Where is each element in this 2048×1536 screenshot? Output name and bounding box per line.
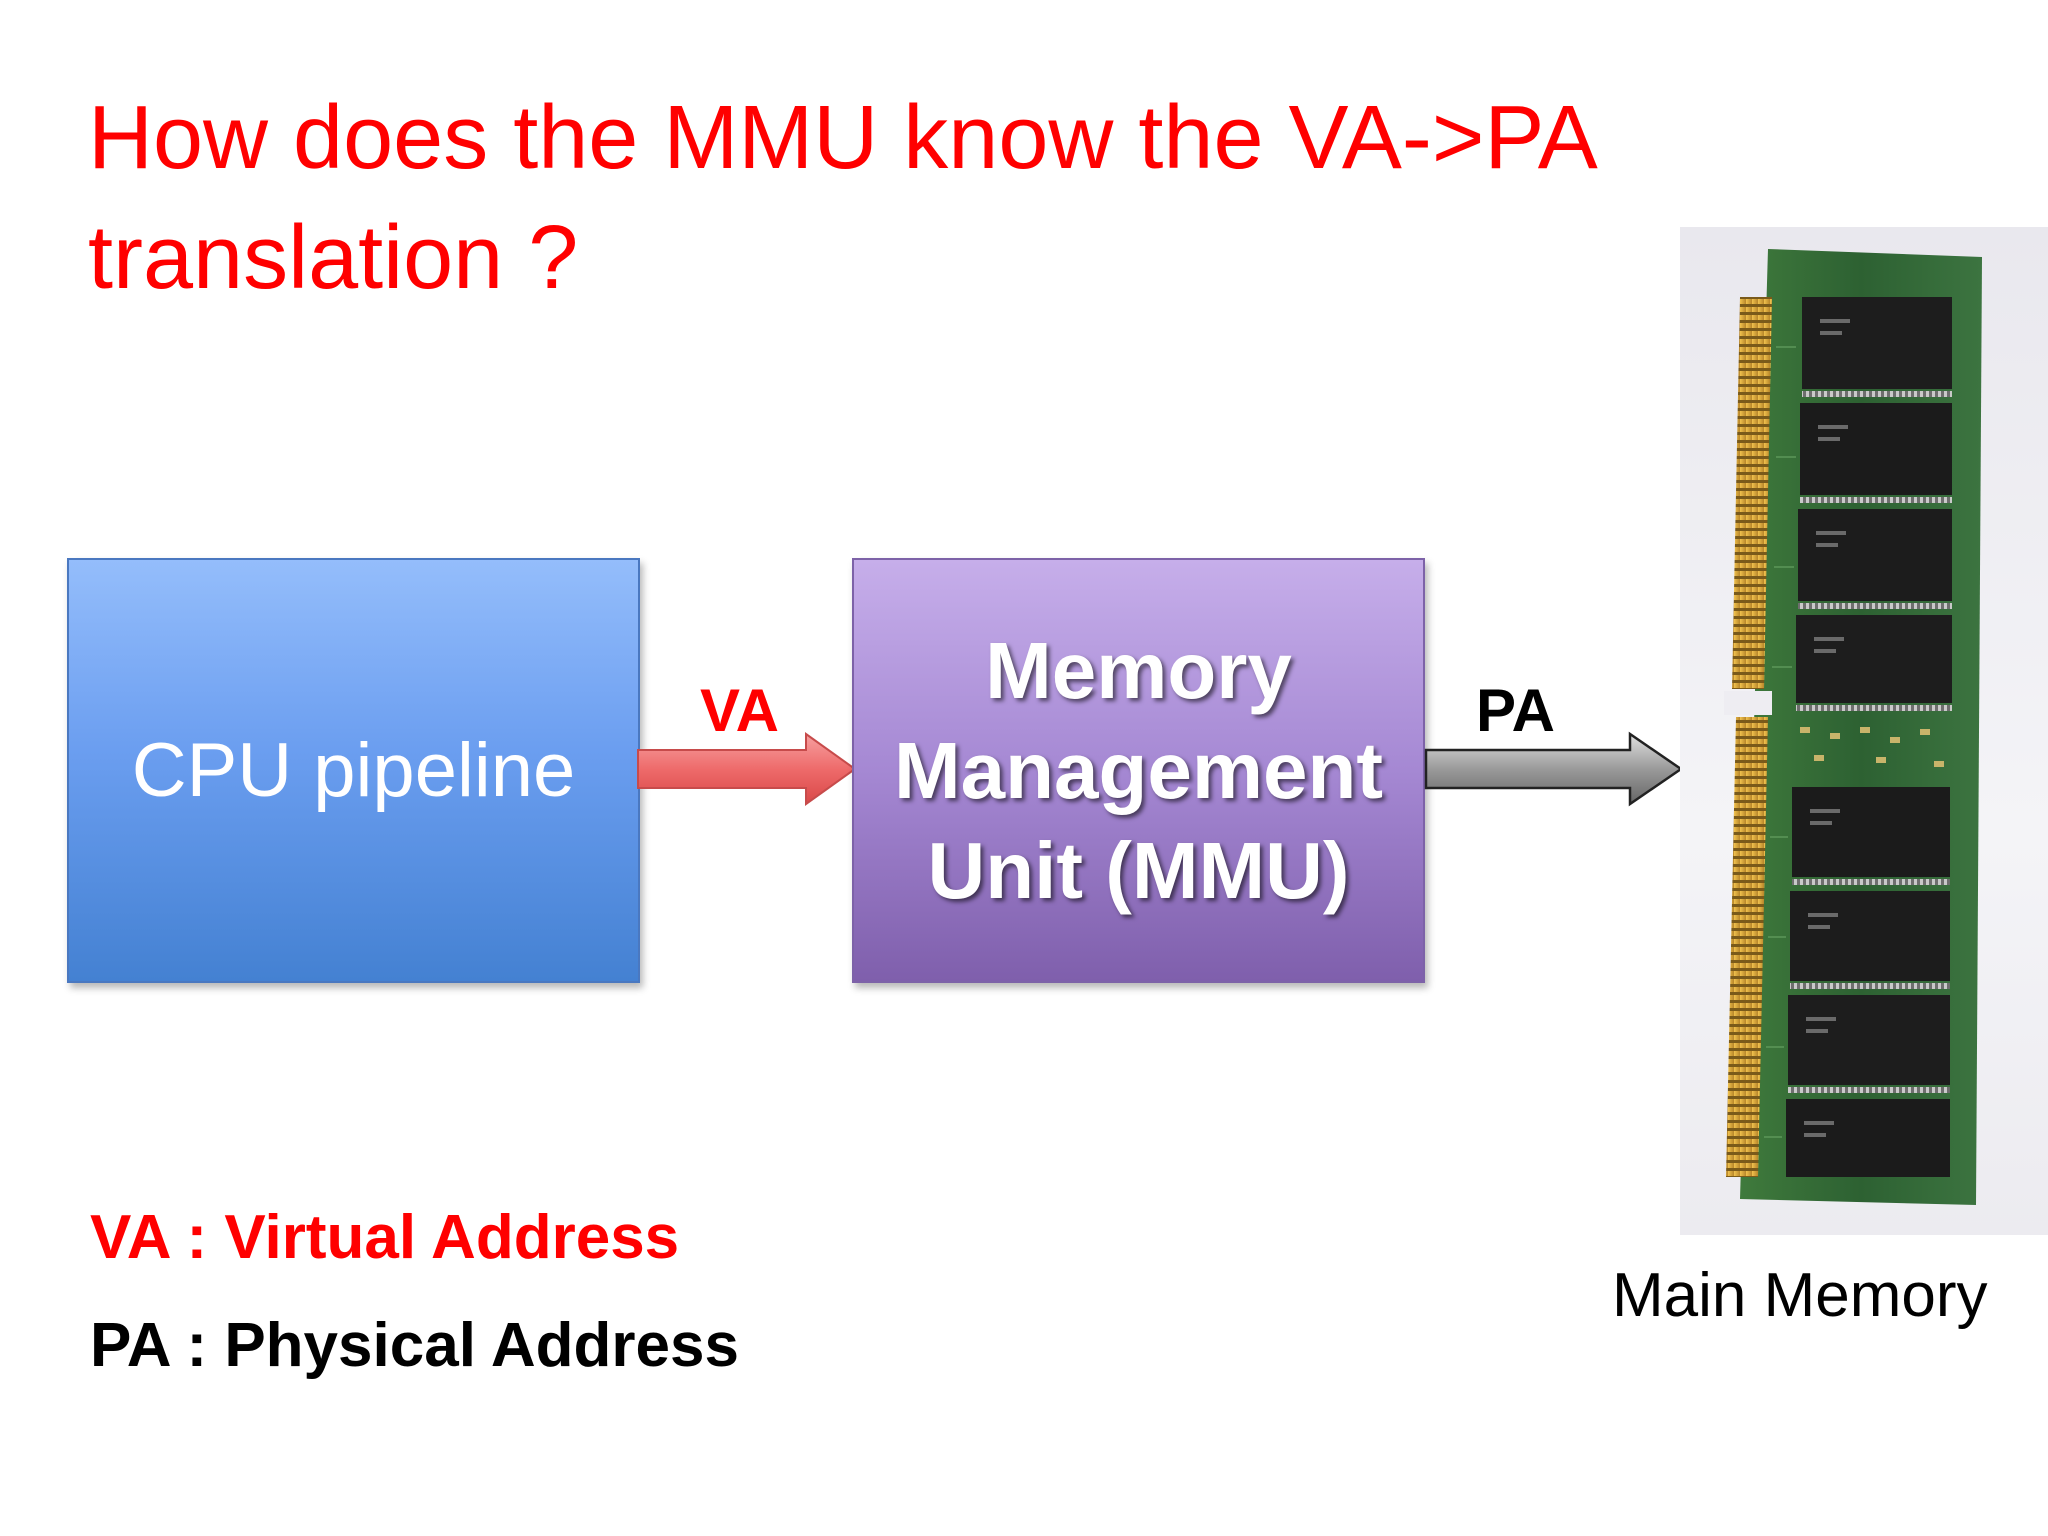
slide-title: How does the MMU know the VA->PA transla…: [88, 88, 1593, 308]
va-arrow-label: VA: [700, 677, 779, 744]
legend-pa: PA : Physical Address: [90, 1311, 739, 1380]
ram-module-image: [1680, 227, 2048, 1235]
cpu-pipeline-label: CPU pipeline: [131, 727, 576, 813]
pa-arrow-label: PA: [1476, 677, 1555, 744]
va-arrow: [637, 732, 857, 806]
main-memory-caption: Main Memory: [1612, 1261, 1988, 1330]
cpu-pipeline-box: CPU pipeline: [67, 558, 640, 983]
mmu-box: Memory Management Unit (MMU): [852, 558, 1425, 983]
pa-arrow: [1424, 731, 1684, 807]
ram-module-icon: [1724, 249, 1982, 1205]
legend-va: VA : Virtual Address: [90, 1203, 680, 1272]
mmu-label: Memory Management Unit (MMU): [894, 625, 1383, 915]
